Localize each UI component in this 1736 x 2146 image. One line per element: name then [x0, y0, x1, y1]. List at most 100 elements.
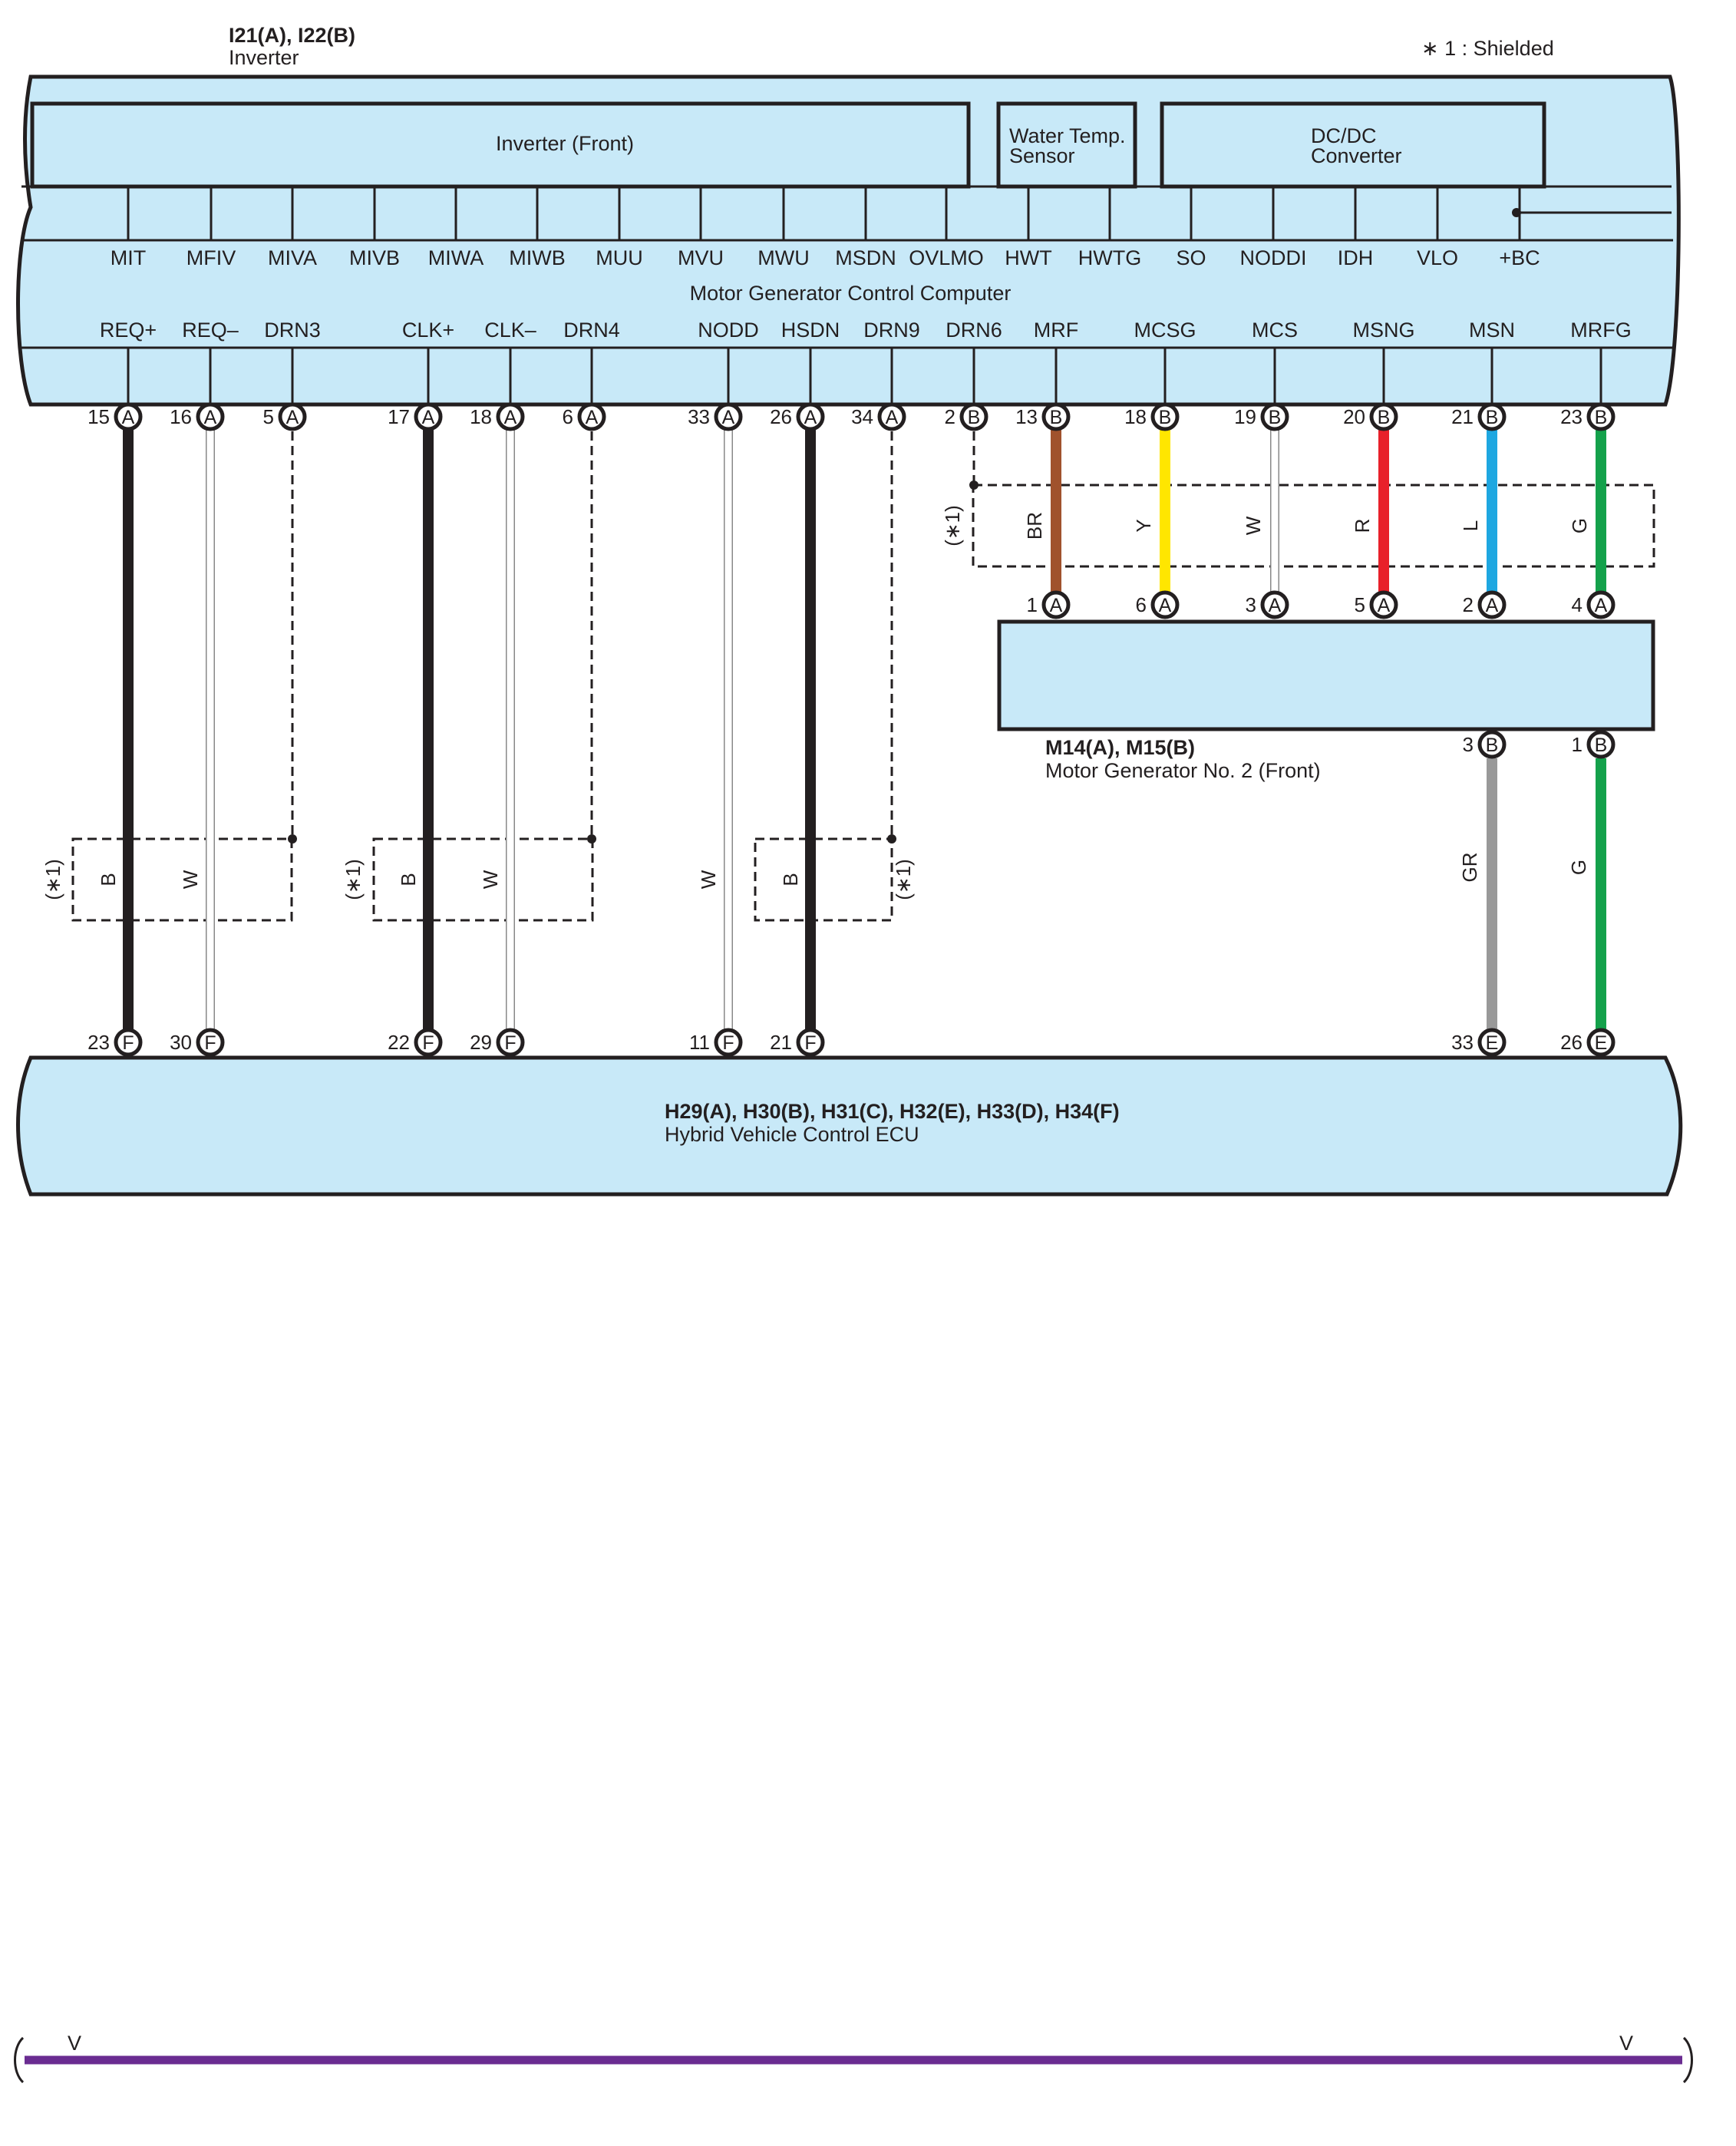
ecu-mmtg-connector — [1477, 1028, 1507, 1057]
inverter-reqplus-pin-number: 15 — [87, 405, 110, 428]
internal-terminal-idh: IDH — [1338, 246, 1374, 269]
ecu-mmt-connector-letter: E — [1595, 1032, 1608, 1054]
inverter-msng-pin-number: 20 — [1343, 405, 1365, 428]
mg-mcs-connector — [1260, 590, 1289, 619]
ecu-clkminus-connector-letter: F — [504, 1032, 516, 1054]
inverter-msn-pin-number: 21 — [1451, 405, 1474, 428]
ecu-reqplus-connector — [114, 1028, 143, 1057]
ecu-nodd-pin-number: 11 — [689, 1031, 710, 1054]
mg-mcsg-connector — [1150, 590, 1180, 619]
inverter-mrf-connector — [1041, 402, 1071, 431]
ecu-reqplus-pin-number: 23 — [87, 1031, 110, 1054]
inverter-drn6-pin-number: 2 — [945, 405, 955, 428]
mg-mcs-pin-number: 3 — [1246, 593, 1256, 616]
inverter-clkplus-connector — [414, 402, 443, 431]
inverter-clkminus-connector-letter: A — [504, 407, 517, 428]
inverter-terminal-drn6: DRN6 — [946, 319, 1002, 342]
wire-color-mg-mcsg: Y — [1132, 519, 1155, 532]
ecu-clkplus-connector-letter: F — [422, 1032, 434, 1054]
v-wire-label-left: V — [68, 2032, 81, 2055]
inverter-drn4-connector — [577, 402, 606, 431]
inverter-terminal-ticks — [127, 348, 1602, 404]
inverter-drn9-connector — [877, 402, 906, 431]
mg-mmtg-connector — [1477, 730, 1507, 759]
internal-terminal-miva: MIVA — [268, 246, 317, 269]
motor-generator-code: M14(A), M15(B) — [1045, 736, 1195, 759]
inverter-mcsg-connector — [1150, 402, 1180, 431]
drain-drn6-dot — [969, 480, 979, 490]
wire-color-mg-mmt: G — [1567, 860, 1590, 875]
inverter-terminal-clkplus: CLK+ — [402, 319, 454, 342]
wire-color-req-plus: B — [97, 873, 120, 886]
inverter-msng-connector-letter: B — [1378, 407, 1391, 428]
inverter-reqplus-connector — [114, 402, 143, 431]
internal-terminal-noddi: NODDI — [1240, 246, 1307, 269]
inverter-hsdn-connector-letter: A — [804, 407, 817, 428]
inverter-terminal-msn: MSN — [1469, 319, 1515, 342]
shield-tag-clk: (∗1) — [342, 859, 365, 900]
inverter-drn6-connector — [959, 402, 988, 431]
v-wire-label-right: V — [1619, 2032, 1633, 2055]
internal-terminal-miwa: MIWA — [428, 246, 484, 269]
wire-color-mg-mmtg: GR — [1458, 853, 1481, 883]
ecu-clkplus-connector — [414, 1028, 443, 1057]
wire-color-hsdn: B — [779, 873, 802, 886]
water-temp-label-2: Sensor — [1009, 144, 1075, 167]
inverter-drn3-pin-number: 5 — [263, 405, 274, 428]
inverter-terminal-reqminus: REQ– — [182, 319, 239, 342]
shield-tag-hsdn: (∗1) — [892, 859, 915, 900]
inverter-reqminus-connector — [196, 402, 225, 431]
hybrid-ecu-code: H29(A), H30(B), H31(C), H32(E), H33(D), … — [665, 1100, 1120, 1123]
wire-color-mg-mcs: W — [1242, 516, 1265, 535]
inverter-mcsg-pin-number: 18 — [1124, 405, 1147, 428]
v-line-right-bracket — [1682, 2036, 1693, 2084]
ecu-hsdn-connector — [796, 1028, 825, 1057]
wire-color-clk-minus: W — [479, 870, 502, 889]
ecu-reqminus-connector — [196, 1028, 225, 1057]
internal-terminal-miwb: MIWB — [509, 246, 566, 269]
inverter-front-box — [30, 101, 971, 189]
mg-control-computer-label: Motor Generator Control Computer — [690, 282, 1012, 305]
inverter-terminal-drn3: DRN3 — [264, 319, 321, 342]
inverter-mcs-pin-number: 19 — [1234, 405, 1256, 428]
ecu-mmtg-connector-letter: E — [1486, 1032, 1499, 1054]
internal-terminal-mwu: MWU — [757, 246, 809, 269]
mg-msng-pin-number: 5 — [1355, 593, 1365, 616]
drain-drn3-dot — [288, 834, 297, 844]
internal-terminal-so: SO — [1176, 246, 1206, 269]
dcdc-label-1: DC/DC — [1311, 124, 1377, 147]
ecu-mmt-connector — [1586, 1028, 1616, 1057]
internal-terminal-msdn: MSDN — [835, 246, 896, 269]
inverter-mcsg-connector-letter: B — [1159, 407, 1172, 428]
hybrid-ecu-body — [16, 1055, 1683, 1197]
mg-mmtg-connector-letter: B — [1486, 735, 1499, 756]
mg-mrfg-connector-letter: A — [1595, 595, 1608, 616]
inverter-drn4-connector-letter: A — [586, 407, 599, 428]
mg-mmt-connector — [1586, 730, 1616, 759]
inverter-reqplus-connector-letter: A — [122, 407, 135, 428]
inverter-msng-connector — [1369, 402, 1398, 431]
inverter-terminal-reqplus: REQ+ — [100, 319, 157, 342]
inverter-terminal-clkminus: CLK– — [484, 319, 536, 342]
mg-mrf-connector — [1041, 590, 1071, 619]
internal-terminal-ovlmo: OVLMO — [909, 246, 984, 269]
internal-terminal-mivb: MIVB — [349, 246, 400, 269]
inverter-mrfg-connector-letter: B — [1595, 407, 1608, 428]
shield-box-clk — [372, 837, 594, 922]
inverter-terminal-mcs: MCS — [1252, 319, 1298, 342]
wire-color-clk-plus: B — [397, 873, 420, 886]
shield-box-motor — [972, 484, 1655, 568]
inverter-clkplus-connector-letter: A — [422, 407, 435, 428]
inverter-terminal-mrf: MRF — [1034, 319, 1078, 342]
wire-color-req-minus: W — [179, 870, 202, 889]
inverter-mcs-connector-letter: B — [1269, 407, 1282, 428]
shield-note: ∗ 1 : Shielded — [1421, 37, 1554, 60]
internal-terminal-hwtg: HWTG — [1078, 246, 1141, 269]
ecu-clkplus-pin-number: 22 — [388, 1031, 410, 1054]
inverter-nodd-connector-letter: A — [722, 407, 735, 428]
inverter-msn-connector-letter: B — [1486, 407, 1499, 428]
inverter-front-label: Inverter (Front) — [496, 132, 634, 155]
internal-terminal-ticks — [127, 187, 1521, 240]
inverter-terminal-drn9: DRN9 — [863, 319, 920, 342]
